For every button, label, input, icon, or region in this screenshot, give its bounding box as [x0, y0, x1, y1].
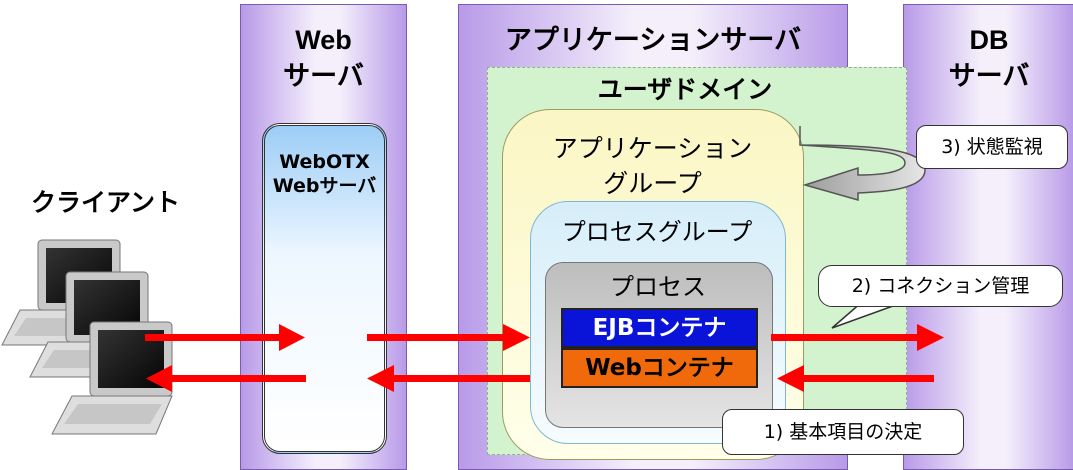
client-label: クライアント	[30, 188, 180, 217]
webotx-web-server-box	[262, 123, 387, 454]
response-arrows	[146, 365, 934, 392]
web-server-title-line2: サーバ	[283, 61, 364, 91]
ejb-container: EJBコンテナ	[561, 308, 758, 348]
state-monitoring-arrow	[799, 126, 926, 201]
user-domain-label: ユーザドメイン	[597, 75, 773, 104]
db-server-title-line1: DB	[969, 25, 1009, 55]
application-group-label-line1: アプリケーション	[552, 134, 753, 163]
webotx-label-line1: WebOTX	[279, 151, 370, 173]
callout-step3: 3) 状態監視	[916, 125, 1068, 169]
app-server-title: アプリケーションサーバ	[504, 25, 802, 55]
webotx-label-line2: Webサーバ	[272, 175, 377, 197]
callout-step2: 2) コネクション管理	[818, 265, 1063, 307]
application-group-label-line2: グループ	[603, 169, 702, 198]
process-group-label: プロセスグループ	[561, 218, 753, 246]
process-label: プロセス	[610, 273, 706, 301]
db-server-column: DB サーバ	[903, 4, 1073, 470]
request-arrows	[145, 324, 944, 351]
callout-step1: 1) 基本項目の決定	[722, 409, 964, 455]
db-server-title-line2: サーバ	[948, 61, 1030, 91]
web-container: Webコンテナ	[561, 348, 758, 388]
web-server-title-line1: Web	[295, 25, 352, 55]
